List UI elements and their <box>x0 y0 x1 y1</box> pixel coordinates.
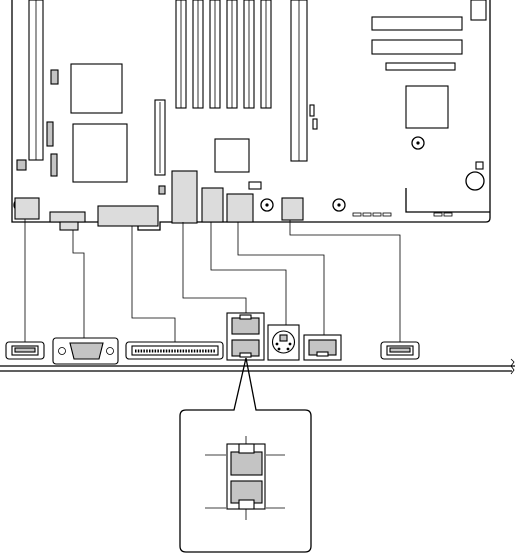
board-usb-connector <box>15 198 39 219</box>
callout-detail <box>180 358 311 552</box>
processor-socket <box>406 86 448 128</box>
left-riser-slot <box>29 0 43 160</box>
pci-slot-vertical <box>291 0 307 161</box>
vertical-header <box>155 100 165 175</box>
pcie-slots <box>372 17 462 70</box>
board-vga-connector <box>50 212 85 230</box>
dimm-slots <box>176 0 271 108</box>
board-serial-parallel <box>98 206 158 226</box>
rj45-single-port <box>304 335 341 360</box>
board-ps2-connector <box>202 188 223 222</box>
board-dual-rj45 <box>172 171 197 223</box>
small-part <box>159 186 165 194</box>
small-led <box>249 182 261 189</box>
ps2-port <box>268 325 299 360</box>
corner-connector <box>471 0 486 20</box>
serial-parallel-port <box>126 342 223 359</box>
chipset-north <box>71 64 122 113</box>
edge-pads <box>353 213 452 216</box>
dual-rj45-port <box>227 313 264 360</box>
usb-port-left <box>6 342 44 359</box>
board-rj45-single <box>227 194 253 222</box>
vga-port <box>53 338 118 364</box>
memory-controller <box>215 139 249 172</box>
usb-port-right <box>381 342 419 359</box>
board-usb-right <box>282 198 303 220</box>
leader-lines <box>25 219 400 345</box>
jumper-pins <box>310 105 317 129</box>
chipset-south <box>73 124 127 182</box>
